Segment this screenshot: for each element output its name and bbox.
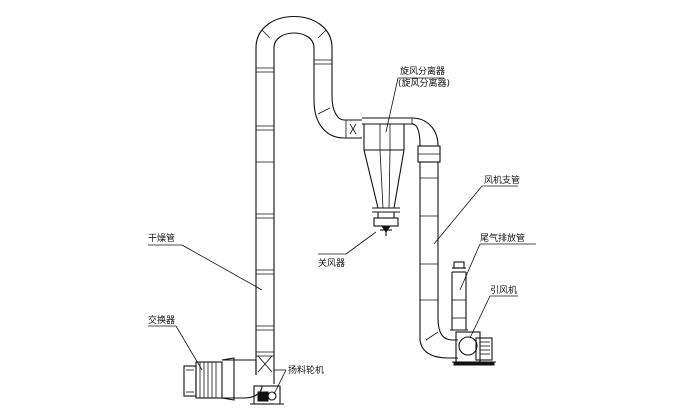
- leader-lines: [148, 77, 536, 395]
- air-lock: [373, 217, 399, 236]
- drying-pipe: [255, 16, 362, 375]
- labels: 旋风分离器 (旋风分离器) 风机支管 干燥管 尾气排放管 关风器 引风机 交换器…: [148, 65, 525, 376]
- label-fan-duct: 风机支管: [484, 174, 520, 186]
- cyclone-separator: [362, 117, 414, 218]
- exhaust-pipe: [450, 261, 468, 331]
- label-cyclone-note: (旋风分离器): [398, 77, 450, 89]
- label-induced-fan: 引风机: [490, 284, 517, 296]
- label-drying-pipe: 干燥管: [148, 232, 175, 244]
- heat-exchanger: [183, 351, 275, 401]
- feeder: [250, 385, 284, 405]
- fan-duct: [404, 117, 458, 359]
- label-cyclone-separator: 旋风分离器: [400, 65, 445, 77]
- label-air-lock: 关风器: [318, 257, 345, 269]
- label-heat-exchanger: 交换器: [148, 314, 175, 326]
- induced-fan: [452, 331, 496, 366]
- label-feeder: 扬料轮机: [288, 364, 324, 376]
- label-exhaust-pipe: 尾气排放管: [480, 232, 525, 244]
